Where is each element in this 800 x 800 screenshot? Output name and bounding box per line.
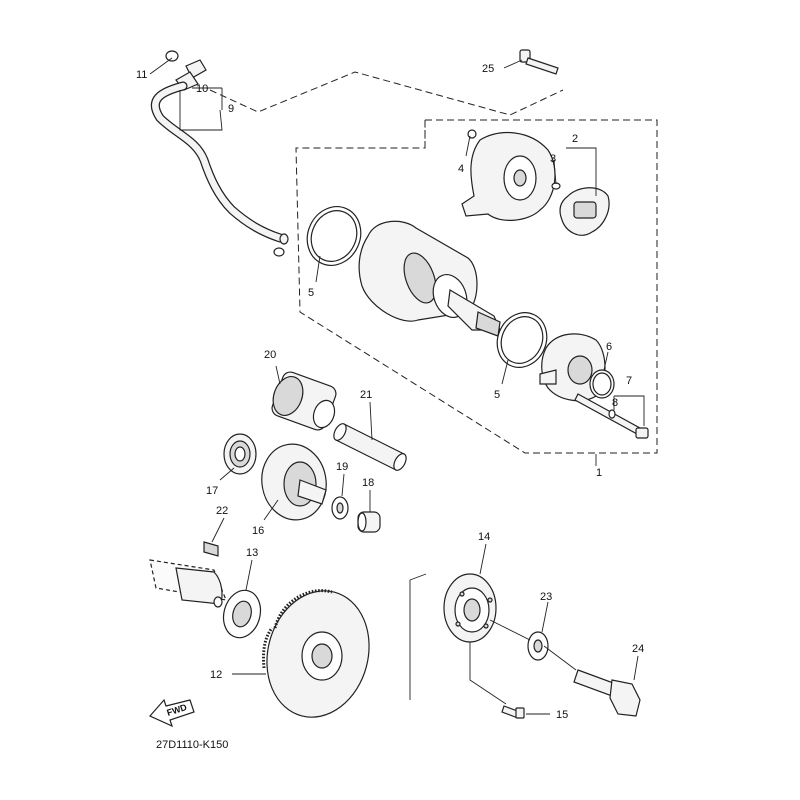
one-way-clutch-14 — [443, 573, 497, 643]
callout-22: 22 — [216, 505, 228, 517]
callout-19: 19 — [336, 461, 348, 473]
fwd-arrow-icon: FWD — [149, 698, 195, 728]
through-bolt-7 — [574, 393, 641, 435]
through-bolt-7-head — [635, 427, 649, 439]
drawing-code: 27D1110-K150 — [156, 739, 228, 751]
callout-6: 6 — [606, 341, 612, 353]
starter-clutch-gear-16 — [261, 443, 327, 521]
washer-23-hole — [533, 639, 543, 653]
callout-25: 25 — [482, 63, 494, 75]
idle-gear-20 — [271, 371, 337, 431]
callout-2: 2 — [572, 133, 578, 145]
bolt-25 — [519, 49, 559, 75]
assembly-1-outline — [295, 119, 658, 454]
bush-18 — [357, 511, 381, 533]
callout-11: 11 — [136, 69, 147, 81]
callout-24: 24 — [632, 643, 644, 655]
callout-21: 21 — [360, 389, 372, 401]
callout-18: 18 — [362, 477, 374, 489]
callout-15: 15 — [556, 709, 568, 721]
o-ring-5-lower-inner — [500, 316, 544, 364]
starter-yoke — [358, 220, 501, 337]
callout-23: 23 — [540, 591, 552, 603]
ring-gear-12 — [262, 589, 370, 718]
callout-13: 13 — [246, 547, 258, 559]
washer-8 — [608, 409, 616, 419]
callout-5-upper: 5 — [308, 287, 314, 299]
bearing-17 — [223, 433, 257, 475]
callout-16: 16 — [252, 525, 264, 537]
callout-1: 1 — [596, 467, 602, 479]
callout-8: 8 — [612, 397, 618, 409]
bolt-15-head — [515, 707, 525, 719]
callout-17: 17 — [206, 485, 218, 497]
woodruff-key-22 — [203, 541, 219, 557]
brush-holder — [551, 182, 610, 236]
callout-14: 14 — [478, 531, 490, 543]
bolt-24 — [573, 669, 641, 717]
leader-lines — [149, 57, 645, 715]
callout-12: 12 — [210, 669, 222, 681]
breather-link-line — [209, 71, 564, 116]
shaft-21 — [333, 423, 407, 471]
callout-5-lower: 5 — [494, 389, 500, 401]
callout-10: 10 — [196, 83, 208, 95]
callout-7: 7 — [626, 375, 632, 387]
callout-4: 4 — [458, 163, 464, 175]
callout-20: 20 — [264, 349, 276, 361]
washer-19-hole — [336, 502, 344, 514]
starter-front-cover — [461, 129, 556, 221]
starter-rear-cover — [539, 333, 606, 402]
breather-hose — [150, 50, 289, 257]
crankshaft-end — [149, 559, 227, 608]
o-ring-5-upper-inner — [310, 210, 358, 262]
washer-13-hole — [232, 600, 252, 628]
o-ring-6-inner — [592, 372, 612, 396]
callout-9: 9 — [228, 103, 234, 115]
callout-3: 3 — [550, 153, 556, 165]
